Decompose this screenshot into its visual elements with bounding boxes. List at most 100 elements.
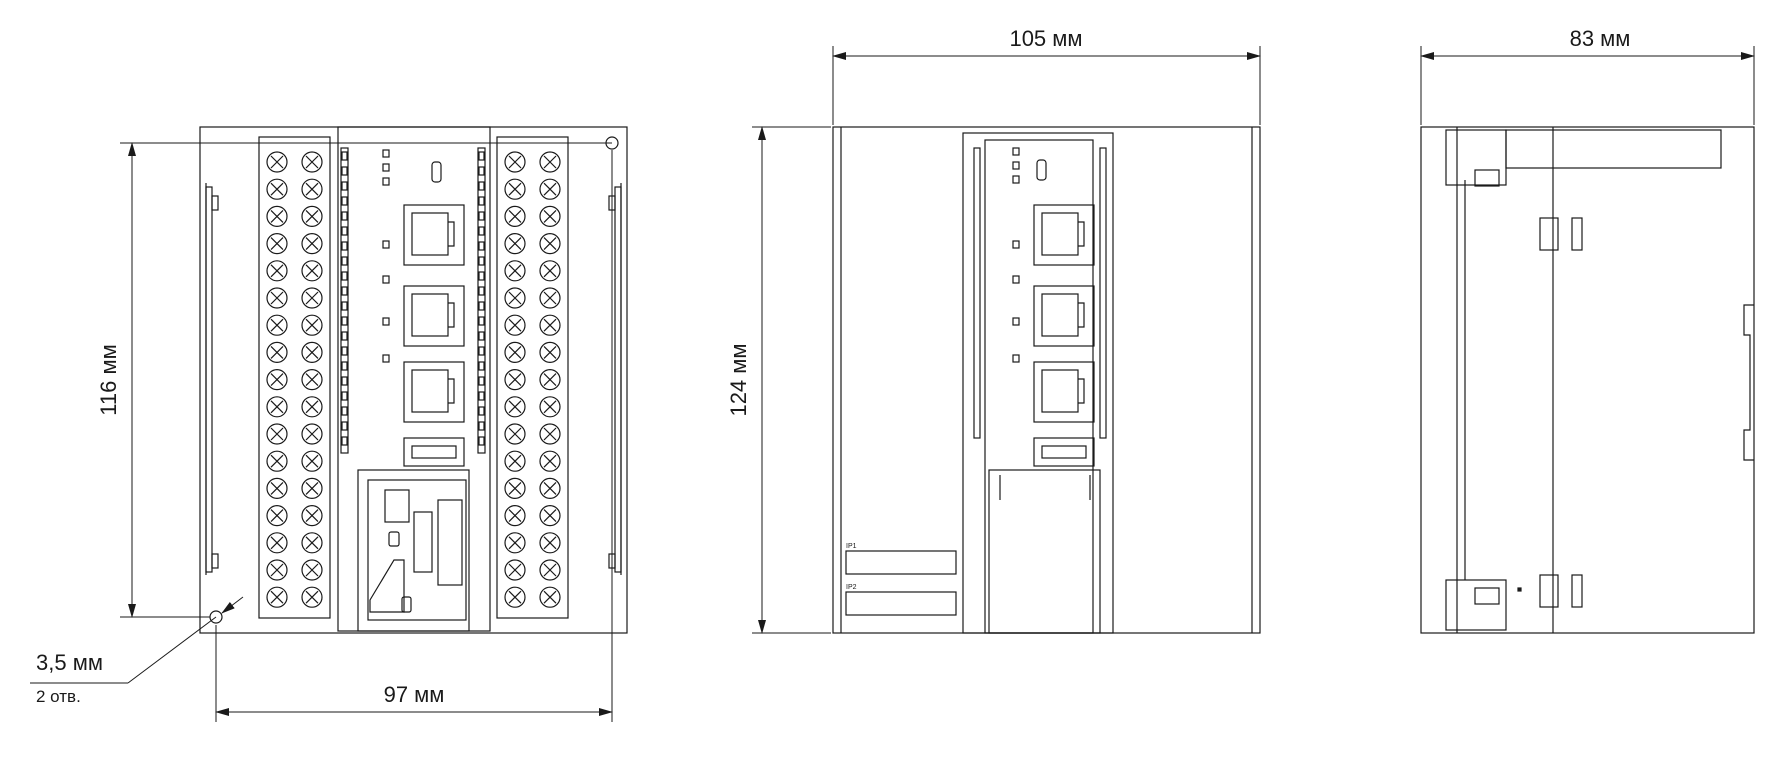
channel-led bbox=[341, 346, 348, 356]
channel-led bbox=[341, 361, 348, 371]
front-right-rail bbox=[608, 183, 622, 575]
front-width-label: 97 мм bbox=[384, 682, 445, 707]
terminal-screw bbox=[504, 369, 526, 391]
terminal-screw bbox=[504, 178, 526, 200]
channel-led bbox=[478, 331, 485, 341]
screw-slot bbox=[508, 590, 522, 604]
terminal-screw bbox=[266, 477, 288, 499]
screw-slot bbox=[508, 454, 522, 468]
channel-led bbox=[478, 316, 485, 326]
screw-slot bbox=[543, 427, 557, 441]
screw-slot bbox=[543, 209, 557, 223]
terminal-screw bbox=[266, 504, 288, 527]
terminal-screw bbox=[539, 287, 561, 309]
side-housing bbox=[1420, 126, 1755, 634]
middle-housing bbox=[832, 126, 1261, 634]
channel-led bbox=[478, 406, 485, 416]
channel-led bbox=[341, 421, 348, 431]
terminal-screw bbox=[301, 423, 323, 445]
channel-led bbox=[478, 361, 485, 371]
channel-led bbox=[478, 226, 485, 236]
screw-slot bbox=[305, 237, 319, 251]
terminal-screw bbox=[266, 233, 288, 255]
terminal-screw bbox=[266, 532, 288, 554]
channel-led bbox=[341, 391, 348, 401]
channel-led bbox=[478, 196, 485, 206]
screw-slot bbox=[305, 373, 319, 387]
side-bottom-connector bbox=[1445, 579, 1522, 631]
screw-slot bbox=[508, 318, 522, 332]
channel-led bbox=[341, 196, 348, 206]
terminal-screw bbox=[504, 586, 526, 608]
middle-view bbox=[832, 126, 1261, 634]
micro-usb-port bbox=[431, 161, 442, 183]
screw-slot bbox=[270, 345, 284, 359]
terminal-screw bbox=[504, 396, 526, 418]
terminal-screw bbox=[539, 477, 561, 499]
terminal-screw bbox=[504, 151, 526, 173]
left-led-strip bbox=[340, 147, 349, 454]
terminal-screw bbox=[301, 233, 323, 255]
side-depth-label: 83 мм bbox=[1570, 26, 1631, 51]
terminal-screw bbox=[266, 423, 288, 445]
terminal-screw bbox=[539, 532, 561, 554]
terminal-screw bbox=[301, 287, 323, 309]
terminal-screw bbox=[301, 396, 323, 418]
screw-slot bbox=[543, 563, 557, 577]
terminal-screw bbox=[504, 504, 526, 527]
left-channel-leds bbox=[341, 151, 348, 446]
side-clips bbox=[1539, 217, 1583, 608]
terminal-screw bbox=[301, 559, 323, 581]
front-height-label: 116 мм bbox=[96, 344, 121, 415]
screw-slot bbox=[543, 536, 557, 550]
screw-slot bbox=[543, 182, 557, 196]
screw-slot bbox=[508, 291, 522, 305]
channel-led bbox=[478, 211, 485, 221]
screw-slot bbox=[543, 373, 557, 387]
terminal-screw bbox=[266, 559, 288, 581]
middle-right-led-strip bbox=[1099, 147, 1107, 439]
terminal-screw bbox=[266, 369, 288, 391]
front-left-rail bbox=[205, 183, 219, 575]
screw-slot bbox=[305, 318, 319, 332]
middle-ethernet-port-3 bbox=[1033, 361, 1095, 423]
right-led-strip bbox=[477, 147, 486, 454]
terminal-screw bbox=[539, 396, 561, 418]
terminal-screw bbox=[266, 314, 288, 336]
dimension-lines bbox=[30, 46, 1755, 722]
screw-slot bbox=[305, 536, 319, 550]
middle-width-label: 105 мм bbox=[1009, 26, 1082, 51]
screw-slot bbox=[305, 427, 319, 441]
channel-led bbox=[341, 436, 348, 446]
channel-led bbox=[478, 256, 485, 266]
terminal-screw bbox=[504, 205, 526, 227]
screw-slot bbox=[270, 509, 284, 523]
ethernet-port-1 bbox=[403, 204, 465, 266]
middle-usb-a-port bbox=[1033, 437, 1095, 467]
channel-led bbox=[478, 151, 485, 161]
screw-slot bbox=[543, 237, 557, 251]
front-view bbox=[199, 126, 628, 634]
terminal-screw bbox=[301, 532, 323, 554]
screw-slot bbox=[270, 400, 284, 414]
screw-slot bbox=[305, 563, 319, 577]
screw-slot bbox=[270, 481, 284, 495]
terminal-screw bbox=[266, 151, 288, 173]
terminal-screw bbox=[504, 341, 526, 363]
hole-size-label: 3,5 мм bbox=[36, 650, 103, 675]
terminal-screw bbox=[301, 504, 323, 527]
screw-slot bbox=[270, 590, 284, 604]
terminal-screw bbox=[266, 341, 288, 363]
screw-slot bbox=[270, 373, 284, 387]
screw-slot bbox=[508, 509, 522, 523]
terminal-screws bbox=[266, 151, 561, 608]
door-pins bbox=[999, 475, 1091, 500]
screw-slot bbox=[305, 345, 319, 359]
terminal-screw bbox=[504, 233, 526, 255]
channel-led bbox=[341, 301, 348, 311]
channel-led bbox=[341, 211, 348, 221]
middle-left-led-strip bbox=[973, 147, 981, 439]
screw-slot bbox=[270, 427, 284, 441]
terminal-screw bbox=[504, 314, 526, 336]
